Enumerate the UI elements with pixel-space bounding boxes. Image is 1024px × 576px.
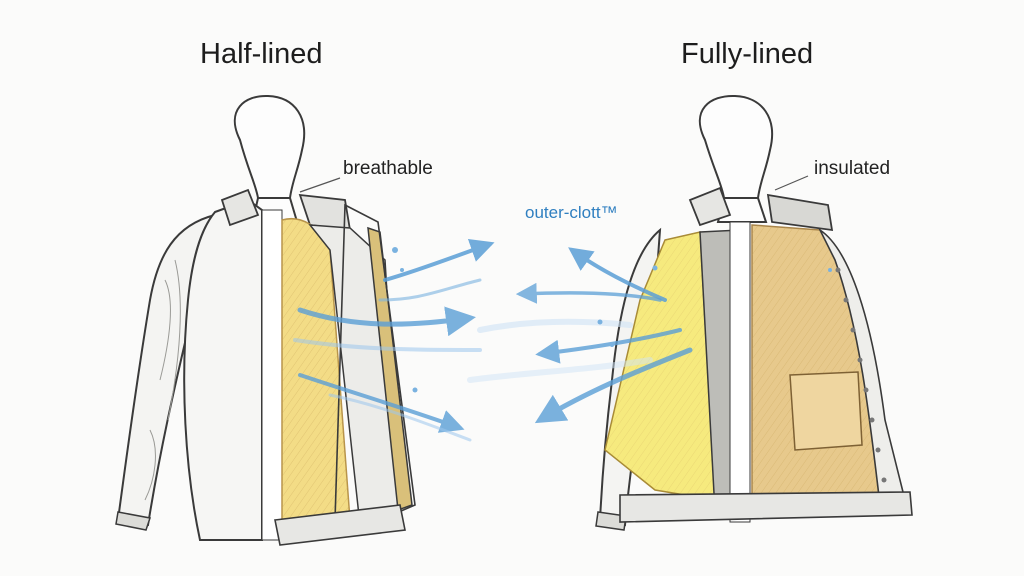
- left-inner-shirt: [261, 209, 283, 541]
- left-mannequin-head: [233, 94, 306, 199]
- airflow-arrow-1: [383, 239, 495, 282]
- left-callout-leader: [299, 177, 341, 193]
- breathable-callout: breathable: [343, 158, 433, 179]
- right-hem: [619, 491, 913, 523]
- airflow-arrow-8: [515, 282, 662, 304]
- fully-lined-title: Fully-lined: [681, 38, 814, 70]
- airflow-arrow-12: [467, 357, 653, 383]
- half-lined-title: Half-lined: [200, 38, 323, 70]
- right-collar-left: [688, 186, 732, 227]
- airflow-arrow-10: [534, 347, 693, 424]
- airflow-arrow-4: [293, 338, 482, 352]
- right-callout-leader: [774, 175, 809, 191]
- left-jacket-front-panel: [183, 198, 263, 541]
- airflow-arrow-11: [477, 318, 633, 333]
- moisture-droplets: [392, 247, 832, 393]
- right-mannequin-head: [698, 94, 774, 199]
- airflow-arrow-7: [568, 247, 667, 302]
- left-hem: [274, 504, 406, 546]
- left-zipper-placket: [367, 226, 413, 512]
- airflow-arrow-5: [298, 373, 465, 433]
- left-collar: [220, 188, 260, 227]
- airflow-arrow-3: [297, 306, 476, 337]
- airflow-arrow-9: [535, 328, 682, 364]
- right-collar-right: [766, 193, 834, 232]
- half-lined-jacket: [115, 94, 416, 546]
- airflow-arrows: [293, 239, 832, 442]
- left-sleeve-cuff: [115, 511, 151, 531]
- outer-cloth-callout: outer-clott™: [525, 203, 618, 222]
- airflow-arrow-6: [328, 393, 472, 442]
- right-snap-buttons: [835, 267, 887, 483]
- right-inner-shirt: [729, 221, 751, 523]
- right-sleeve-cuff: [595, 511, 627, 531]
- right-inner-pocket: [789, 371, 863, 451]
- fully-lined-jacket: [595, 94, 913, 531]
- airflow-arrow-2: [378, 278, 482, 302]
- insulated-callout: insulated: [814, 158, 891, 179]
